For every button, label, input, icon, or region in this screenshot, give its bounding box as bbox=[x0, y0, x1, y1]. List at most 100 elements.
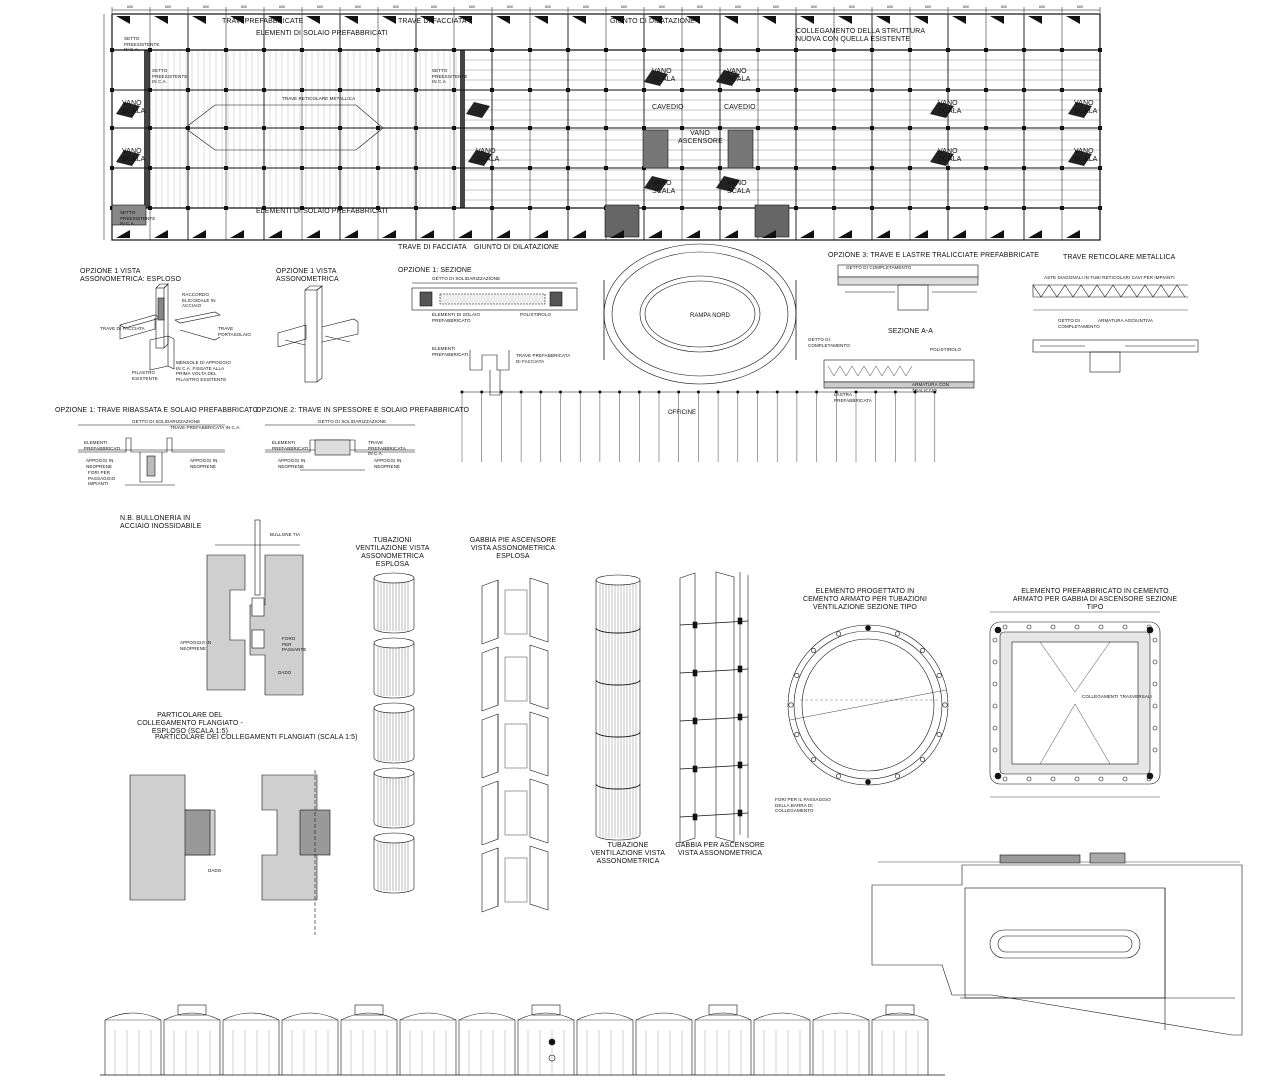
label-elemento-ventilazione: ELEMENTO PROGETTATO IN CEMENTO ARMATO PE… bbox=[802, 588, 928, 611]
label-opzione1-esploso: OPZIONE 1 VISTA ASSONOMETRICA: ESPLOSO bbox=[80, 268, 181, 283]
label-particolare-2: PARTICOLARE DEI COLLEGAMENTI FLANGIATI (… bbox=[155, 734, 358, 741]
steel-truss-detail bbox=[1032, 284, 1199, 373]
label-appoggi-2: APPOGGI IN NEOPRENE bbox=[190, 458, 218, 469]
label-setto-3: SETTO PREESISTENTE IN C.A. bbox=[432, 68, 468, 84]
plan-dimension-label: 600 bbox=[241, 5, 247, 9]
option1-section bbox=[78, 424, 225, 486]
label-gabbia-asso: GABBIA PER ASCENSORE VISTA ASSONOMETRICA bbox=[675, 842, 765, 857]
option1-exploded-view bbox=[119, 283, 221, 371]
label-pilastro: PILASTRO ESISTENTE bbox=[132, 370, 158, 381]
label-appoggi-1: APPOGGI IN NEOPRENE bbox=[86, 458, 114, 469]
label-vano-scala-9: VANO SCALA bbox=[938, 148, 962, 163]
label-setto-4: SETTO PREESISTENTE IN C.A. bbox=[120, 210, 156, 226]
label-vano-scala-10: VANO SCALA bbox=[1074, 100, 1098, 115]
label-opzione2-trave: OPZIONE 2: TRAVE IN SPESSORE E SOLAIO PR… bbox=[256, 407, 470, 414]
plan-dimension-label: 600 bbox=[469, 5, 475, 9]
option2-section bbox=[265, 424, 415, 471]
flange-connection-assembled bbox=[129, 770, 331, 935]
label-raccordo: RACCORDO ELICOIDALE IN ACCIAIO bbox=[182, 292, 216, 308]
plan-dimension-label: 600 bbox=[963, 5, 969, 9]
label-vano-scala-6: VANO SCALA bbox=[652, 180, 676, 195]
label-giunto-bottom: GIUNTO DI DILATAZIONE bbox=[474, 244, 559, 251]
label-bullone: BULLONE TIA bbox=[270, 532, 301, 537]
plan-dimension-label: 600 bbox=[203, 5, 209, 9]
plan-dimension-label: 600 bbox=[583, 5, 589, 9]
label-nb-bullone: N.B. BULLONERIA IN ACCIAIO INOSSIDABILE bbox=[120, 515, 202, 530]
label-setto-1: SETTO PREESISTENTE IN C.A. bbox=[124, 36, 160, 52]
option3-sections bbox=[823, 264, 979, 389]
label-getto-solidarizzazione-3: GETTO DI SOLIDARIZZAZIONE bbox=[432, 276, 501, 281]
label-elementi-solaio-top: ELEMENTI DI SOLAIO PREFABBRICATI bbox=[256, 30, 388, 37]
officine-label: OFFICINE bbox=[668, 410, 696, 416]
plan-dimension-label: 600 bbox=[811, 5, 817, 9]
label-mensole: MENSOLE DI APPOGGIO IN C.A. FISSATE ALLA… bbox=[176, 360, 231, 382]
label-gabbia-esplosa: GABBIA PIE ASCENSORE VISTA ASSONOMETRICA… bbox=[469, 537, 557, 560]
label-vano-scala-4: VANO SCALA bbox=[652, 68, 676, 83]
label-vano-scala-11: VANO SCALA bbox=[1074, 148, 1098, 163]
label-elementi-prefabbricati-3: ELEMENTI PREFABBRICATI bbox=[432, 346, 469, 357]
rampa-nord-plan bbox=[460, 243, 937, 462]
plan-dimension-label: 600 bbox=[355, 5, 361, 9]
label-vano-ascensore: VANO ASCENSORE bbox=[678, 130, 723, 145]
label-setto-2: SETTO PREESISTENTE IN C.A. bbox=[152, 68, 188, 84]
plan-dimension-label: 600 bbox=[1001, 5, 1007, 9]
label-trave-reticolare: TRAVE RETICOLARE METALLICA bbox=[282, 96, 356, 101]
label-appoggi-3: APPOGGI IN NEOPRENE bbox=[278, 458, 306, 469]
plan-dimension-label: 600 bbox=[659, 5, 665, 9]
label-elementi-solaio-bottom: ELEMENTI DI SOLAIO PREFABBRICATI bbox=[256, 208, 388, 215]
plan-dimension-label: 600 bbox=[849, 5, 855, 9]
label-trave-facciata-bottom: TRAVE DI FACCIATA bbox=[398, 244, 467, 251]
label-vano-scala-8: VANO SCALA bbox=[938, 100, 962, 115]
label-tubazioni-esplosa: TUBAZIONI VENTILAZIONE VISTA ASSONOMETRI… bbox=[355, 537, 430, 568]
plan-dimension-label: 600 bbox=[165, 5, 171, 9]
plan-dimension-label: 600 bbox=[1039, 5, 1045, 9]
label-trave-facciata: TRAVE DI FACCIATA bbox=[100, 326, 145, 331]
plan-dimension-label: 600 bbox=[697, 5, 703, 9]
label-sezione-aa: SEZIONE A-A bbox=[888, 328, 934, 335]
label-collegamenti-trasversali: COLLEGAMENTI TRASVERSALI bbox=[1082, 694, 1152, 699]
plan-dimension-label: 600 bbox=[393, 5, 399, 9]
label-elementi-prefabbricati-1: ELEMENTI PREFABBRICATI bbox=[84, 440, 121, 451]
label-appoggi-4: APPOGGI IN NEOPRENE bbox=[374, 458, 402, 469]
label-vano-scala-7: VANO SCALA bbox=[727, 180, 751, 195]
label-opzione3: OPZIONE 3: TRAVE E LASTRE TRALICCIATE PR… bbox=[828, 252, 1040, 259]
plan-dimension-label: 600 bbox=[431, 5, 437, 9]
label-elementi-solaio: ELEMENTI DI SOLAIO PREFABBRICATO bbox=[432, 312, 481, 323]
label-getto-completamento-3: GETTO DI COMPLETAMENTO bbox=[1058, 318, 1100, 329]
label-dado-2: DADO bbox=[208, 868, 222, 873]
label-getto-completamento-2: GETTO DI COMPLETAMENTO bbox=[808, 337, 850, 348]
plan-dimension-label: 600 bbox=[507, 5, 513, 9]
label-opzione1-sezione: OPZIONE 1: SEZIONE bbox=[398, 267, 472, 274]
ventilation-pipe-assembled bbox=[595, 574, 641, 841]
label-collegamento: COLLEGAMENTO DELLA STRUTTURA NUOVA CON Q… bbox=[796, 28, 925, 43]
label-getto-solidarizzazione-1: GETTO DI SOLIDARIZZAZIONE bbox=[132, 419, 201, 424]
plan-dimension-label: 600 bbox=[127, 5, 133, 9]
plan-dimension-label: 600 bbox=[545, 5, 551, 9]
option1-slab-section bbox=[411, 282, 578, 396]
label-travi-prefabbricate: TRAVI PREFABBRICATE bbox=[222, 18, 304, 25]
label-trave-reticolare-title: TRAVE RETICOLARE METALLICA bbox=[1063, 254, 1176, 261]
plan-dimension-label: 600 bbox=[773, 5, 779, 9]
label-fori-passaggio: FORI PER PASSAGGIO IMPIANTI bbox=[88, 470, 116, 486]
plan-dimension-label: 600 bbox=[279, 5, 285, 9]
label-trave-portasolaio: TRAVE PORTASOLAIO bbox=[218, 326, 251, 337]
label-opzione1-trave: OPZIONE 1: TRAVE RIBASSATA E SOLAIO PREF… bbox=[55, 407, 259, 414]
label-armatura-aggiuntiva: ARMATURA AGGIUNTIVA bbox=[1098, 318, 1153, 323]
flange-connection-exploded bbox=[206, 519, 304, 696]
label-fori-passante: FORO PER PASSANTE bbox=[282, 636, 307, 652]
label-armatura-traliccio: ARMATURA CON TRALICCIO bbox=[912, 382, 950, 393]
label-trave-prefabbricata-2: TRAVE PREFABBRICATA IN C.A. bbox=[368, 440, 406, 456]
label-trave-prefabbricata-1: TRAVE PREFABBRICATA IN C.A. bbox=[170, 425, 241, 430]
rampa-nord-label: RAMPA NORD bbox=[690, 313, 731, 319]
structural-plan: 600 600 600 600 600 600 600 600 600 600 600 600 600 6… bbox=[103, 5, 1102, 241]
label-particolare-1: PARTICOLARE DEL COLLEGAMENTO FLANGIATO -… bbox=[137, 712, 243, 735]
elevator-cage-assembled bbox=[679, 571, 749, 844]
label-vano-scala-1: VANO SCALA bbox=[122, 100, 146, 115]
option1-assembled-view bbox=[277, 285, 359, 383]
label-fori-collegamento: FORI PER IL PASSAGGIO DELLA BARRA DI COL… bbox=[775, 797, 831, 813]
plan-dimension-label: 600 bbox=[887, 5, 893, 9]
label-vano-scala-5: VANO SCALA bbox=[727, 68, 751, 83]
label-trave-facciata-top: TRAVE DI FACCIATA bbox=[398, 18, 467, 25]
label-getto-completamento-1: GETTO DI COMPLETAMENTO bbox=[846, 265, 912, 270]
